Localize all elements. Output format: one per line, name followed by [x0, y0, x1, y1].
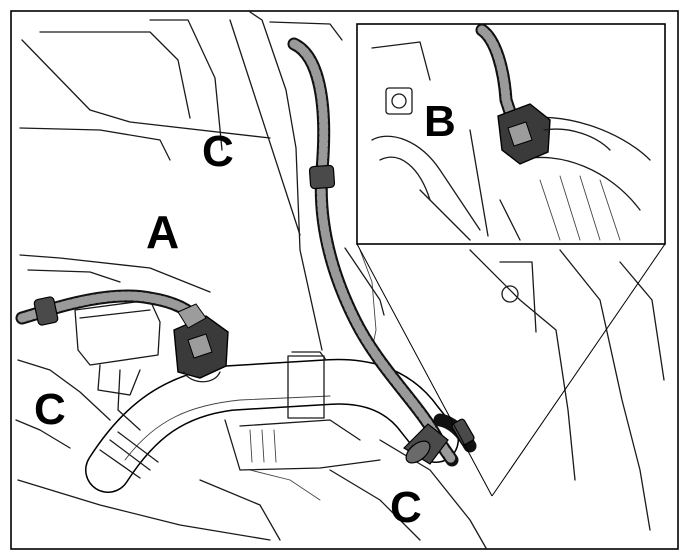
connector-a — [173, 303, 229, 383]
callout-a: A — [146, 206, 179, 258]
detail-inset — [356, 23, 666, 497]
body-structure — [15, 11, 665, 549]
callout-c-bottom: C — [390, 483, 422, 532]
harness-clip-upper — [308, 164, 336, 190]
callout-c-left: C — [34, 385, 66, 434]
callout-c-top: C — [202, 127, 234, 176]
harness-clip-end — [451, 418, 475, 446]
callout-b: B — [424, 97, 456, 146]
harness-clip-left — [33, 296, 59, 326]
coolant-hose — [85, 351, 459, 493]
harness-clip-lower — [403, 423, 449, 465]
